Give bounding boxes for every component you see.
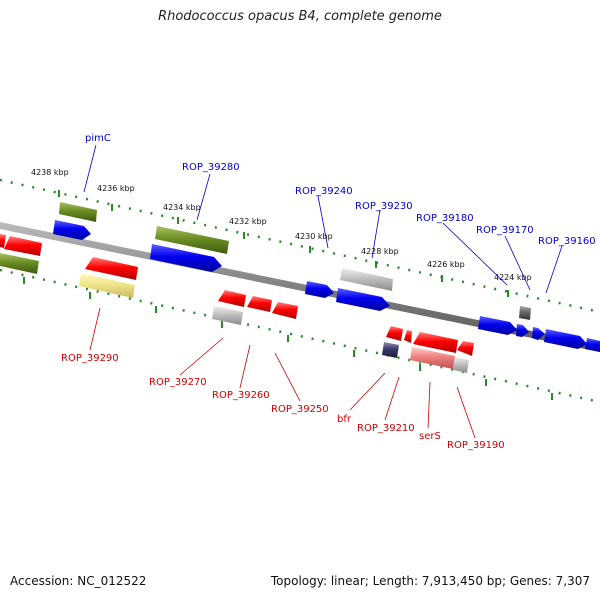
gene-arrow-red-rop39290[interactable] [85,257,138,280]
tick-label-4236: 4236 kbp [97,184,135,193]
feature-label-rop39170[interactable]: ROP_39170 [476,225,534,236]
feature-label-rop39160[interactable]: ROP_39160 [538,236,596,247]
gene-arrow-blue-rop39280[interactable] [150,244,222,272]
feature-label-rop39290[interactable]: ROP_39290 [61,353,119,364]
feature-label-rop39230[interactable]: ROP_39230 [355,201,413,212]
feature-label-rop39240[interactable]: ROP_39240 [295,186,353,197]
gene-arrow-red-rop39250[interactable] [272,302,298,319]
feature-label-rop39180[interactable]: ROP_39180 [416,213,474,224]
forward-label-leaders [83,144,563,294]
gene-arrow-blue-rop39160[interactable] [544,329,587,349]
gene-arrow-blue-pimc[interactable] [53,220,91,240]
gene-arrow-blue-rop39170-a[interactable] [516,324,529,337]
tick-label-4228: 4228 kbp [361,247,399,256]
lower-scale-ticks [23,277,553,400]
gene-block-pink-sers[interactable] [410,347,455,369]
gene-arrow-red-rop39210[interactable] [413,332,458,353]
accession-text: Accession: NC_012522 [10,574,147,588]
map-title: Rhodococcus opacus B4, complete genome [158,9,442,24]
feature-label-rop39270[interactable]: ROP_39270 [149,377,207,388]
gene-arrow-red-rop39270[interactable] [218,290,246,307]
tick-label-4234: 4234 kbp [163,203,201,212]
gene-block-gray-rop39270[interactable] [212,306,243,325]
gene-arrow-red-rop39300[interactable] [4,236,42,256]
feature-label-pimc[interactable]: pimC [85,133,111,144]
gene-block-darkgray-rop39170[interactable] [519,306,531,320]
gene-block-green-rop39280[interactable] [155,226,229,254]
genome-stats-text: Topology: linear; Length: 7,913,450 bp; … [270,574,590,588]
gene-block-gray-rop39190[interactable] [453,357,469,373]
feature-label-bfr[interactable]: bfr [337,414,352,425]
gene-block-green-left-edge[interactable] [0,253,39,274]
tick-label-4238: 4238 kbp [31,168,69,177]
gene-arrow-blue-rop39180[interactable] [478,316,517,335]
feature-label-rop39210[interactable]: ROP_39210 [357,423,415,434]
gene-arrow-blue-rop39230[interactable] [336,288,390,311]
feature-label-rop39280[interactable]: ROP_39280 [182,162,240,173]
gene-arrow-blue-rop39170-b[interactable] [532,327,545,340]
tick-label-4230: 4230 kbp [295,232,333,241]
gene-arrow-red-rop39260-a[interactable] [247,296,272,312]
tick-label-4232: 4232 kbp [229,217,267,226]
gene-block-gray-rop39230[interactable] [340,268,393,291]
reverse-label-leaders [89,307,476,439]
gene-arrow-red-rop39220[interactable] [404,330,412,343]
tick-label-4224: 4224 kbp [494,273,532,282]
feature-label-rop39250[interactable]: ROP_39250 [271,404,329,415]
tick-label-4226: 4226 kbp [427,260,465,269]
gene-arrow-blue-rop39150[interactable] [585,338,600,352]
gene-block-yellow-rop39290[interactable] [79,273,135,298]
feature-label-sers[interactable]: serS [419,431,441,442]
feature-label-rop39260[interactable]: ROP_39260 [212,390,270,401]
gene-block-green-pimc[interactable] [59,202,97,222]
gene-block-dark-bfr[interactable] [382,342,399,358]
gene-arrow-red-left-edge[interactable] [0,234,6,248]
feature-label-rop39190[interactable]: ROP_39190 [447,440,505,451]
genome-backbone [0,222,600,352]
gene-arrow-red-rop39190[interactable] [457,341,474,356]
upper-scale-ticks [58,190,509,297]
gene-arrow-blue-rop39240[interactable] [305,281,334,298]
gene-arrow-red-bfr[interactable] [386,326,403,341]
